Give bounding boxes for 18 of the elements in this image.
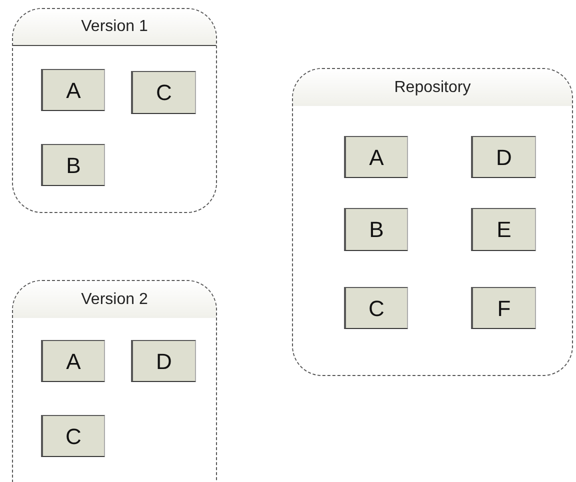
item-box: C [131,71,196,114]
item-box: B [344,208,408,251]
item-box: D [471,136,536,178]
group-container [12,280,217,482]
item-box: F [471,287,536,329]
item-box: A [41,340,105,382]
group-title: Version 2 [81,290,148,310]
group-container [12,8,217,213]
item-box: D [131,340,196,382]
item-box: C [41,415,105,457]
group-container [292,68,573,376]
group-title: Repository [394,78,471,98]
item-box: B [41,144,105,186]
item-box: E [471,208,536,251]
item-box: A [41,69,105,111]
item-box: C [344,287,408,329]
item-box: A [344,136,408,178]
group-title: Version 1 [81,17,148,37]
